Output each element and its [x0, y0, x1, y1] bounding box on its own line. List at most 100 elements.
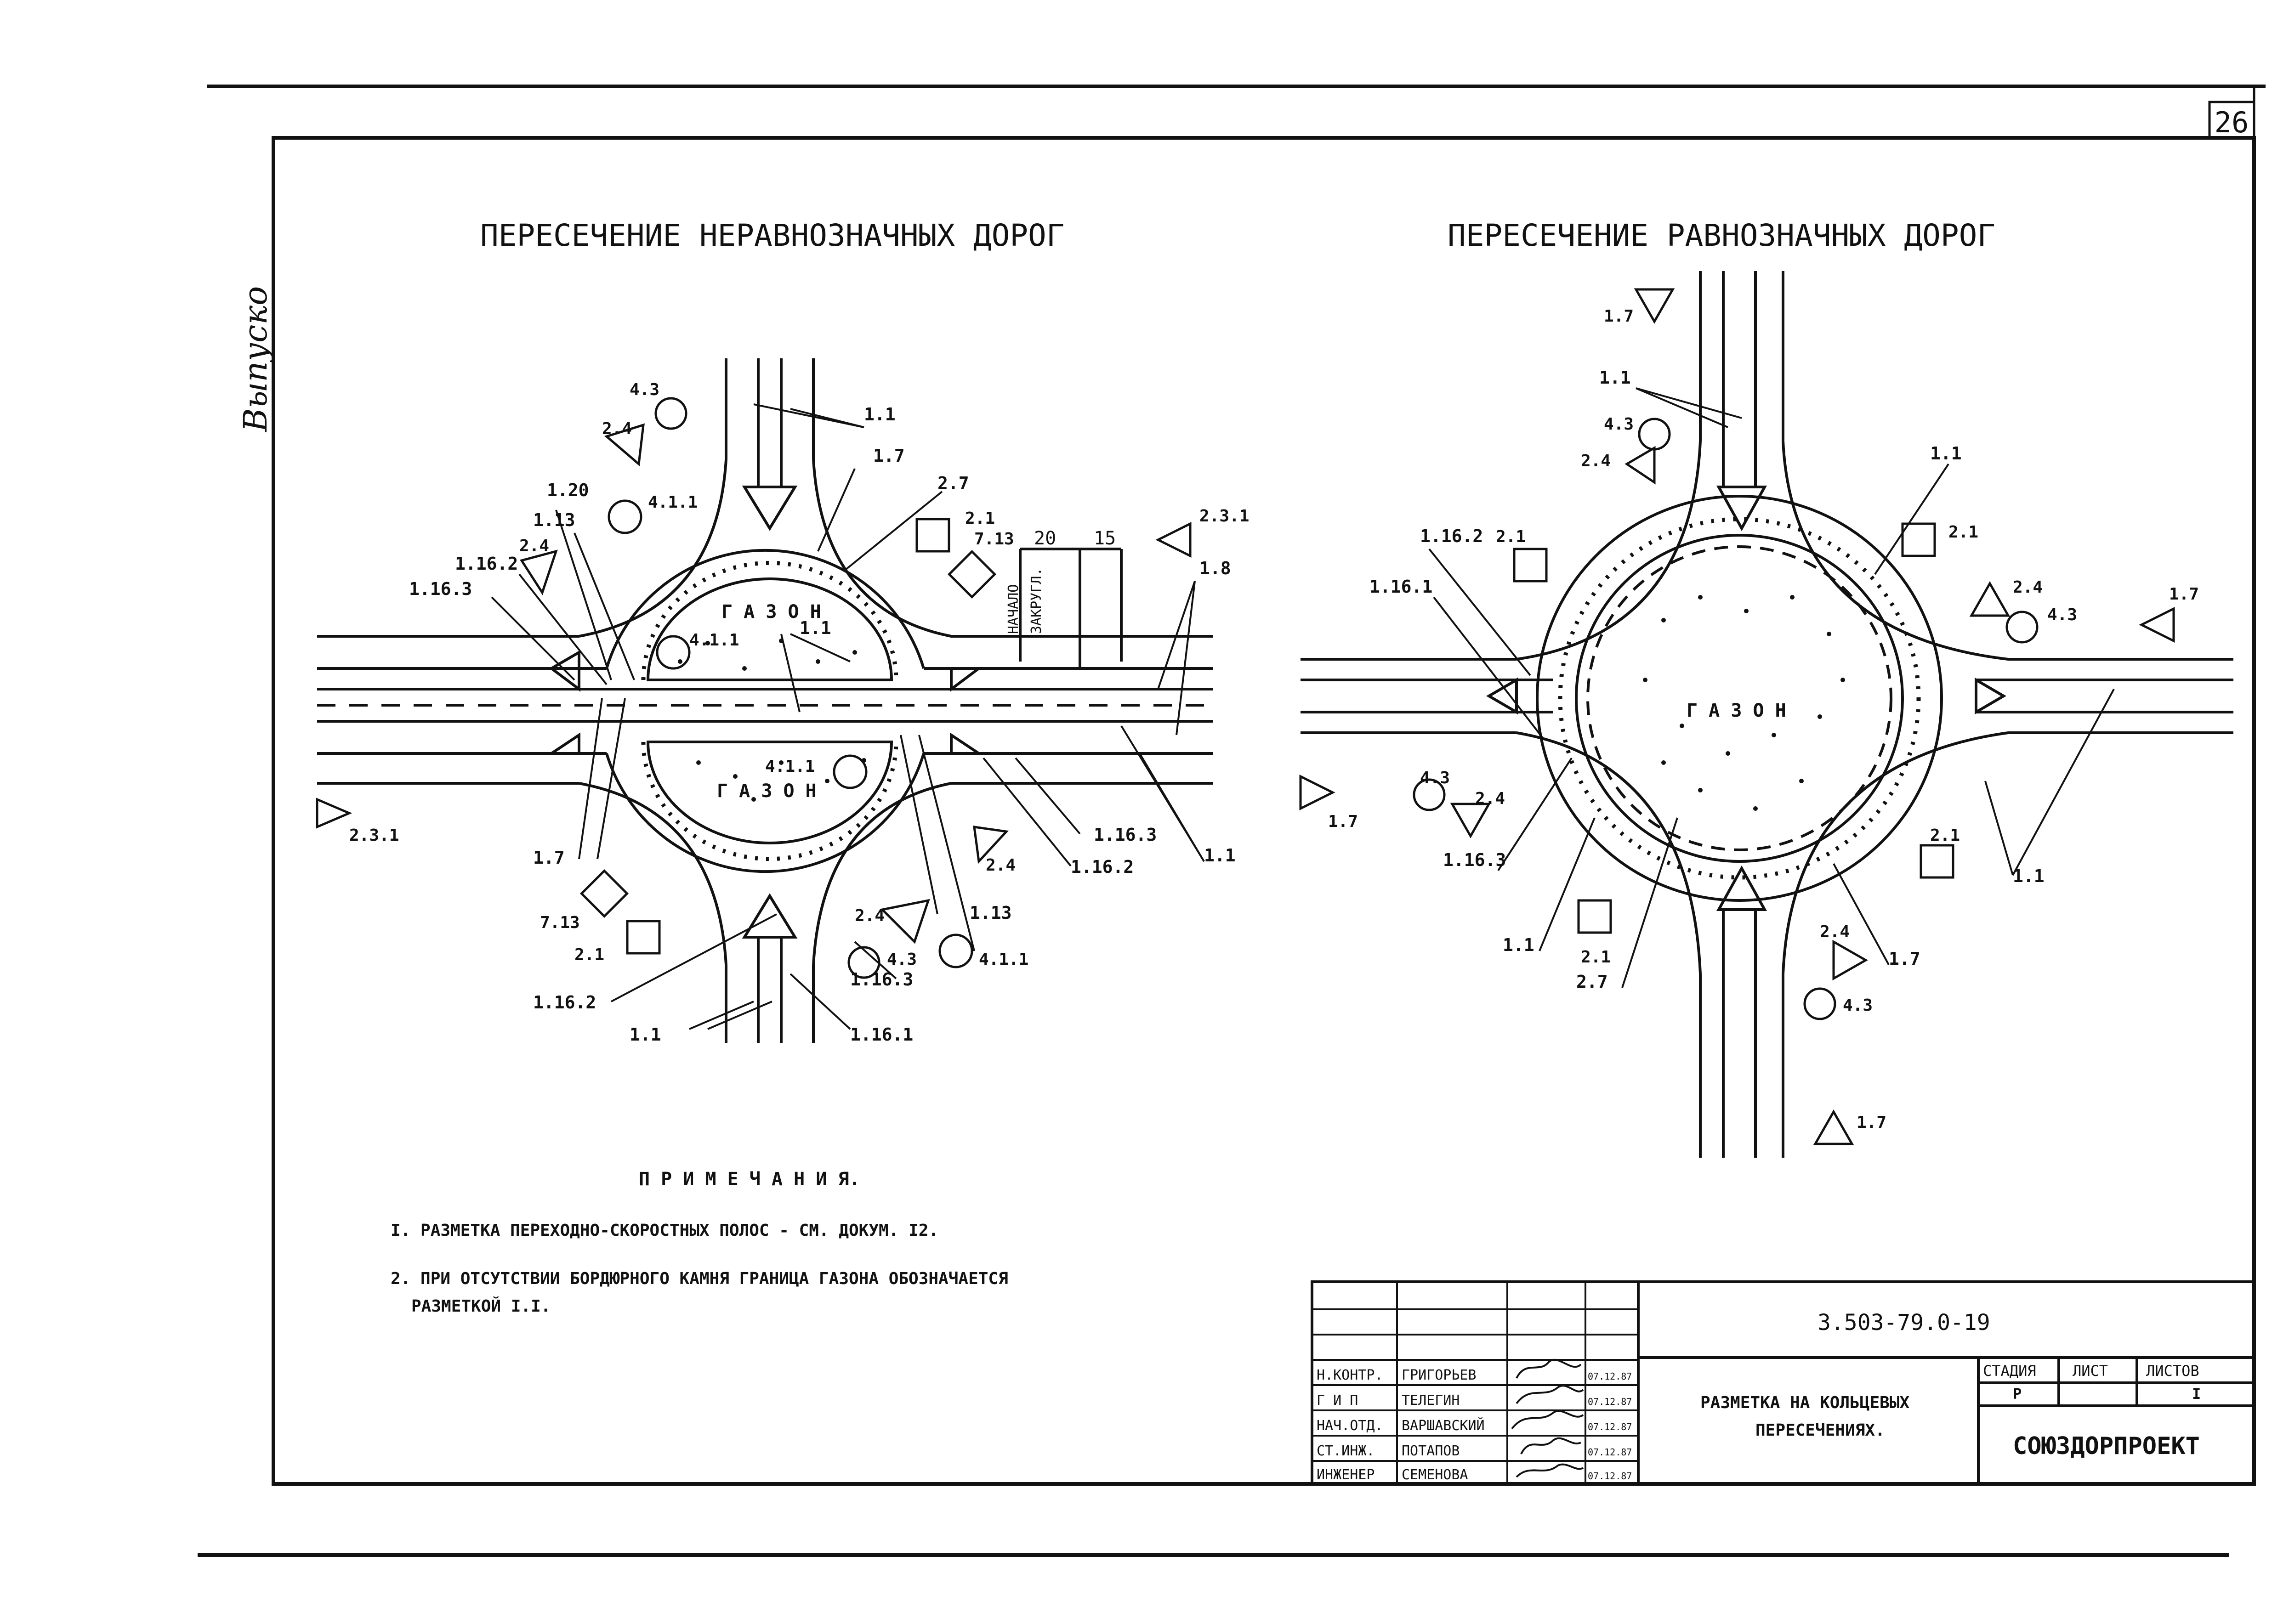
sign-1-7-icon — [1813, 1109, 1854, 1145]
left-start-label: НАЧАЛО — [1005, 584, 1022, 634]
sign-4-3-icon — [1413, 778, 1446, 811]
sign-2-3-1-icon — [316, 798, 352, 829]
right-title: ПЕРЕСЕЧЕНИЕ РАВНОЗНАЧНЫХ ДОРОГ — [1448, 218, 1995, 253]
left-sign-labels: 4.3 2.4 4.1.1 2.4 2.1 7.13 2.3.1 4.1.1 4… — [349, 380, 1249, 969]
header-stage: СТАДИЯ — [1983, 1362, 2036, 1380]
right-sign-1-7-right: 1.7 — [2169, 585, 2199, 604]
right-leaders — [1428, 387, 2115, 988]
right-sign-4-3-top: 4.3 — [1604, 415, 1634, 434]
left-label-1-16-2-right: 1.16.2 — [1071, 857, 1134, 877]
right-label-1-7: 1.7 — [1889, 949, 1920, 969]
sign-1-7-icon — [2139, 606, 2175, 643]
left-lawn-north: Г А З О Н — [721, 601, 821, 622]
sign-2-4-icon — [1624, 446, 1656, 485]
sign-2-1-icon — [1577, 899, 1612, 934]
left-curve-label: ЗАКРУГЛ. — [1028, 568, 1045, 634]
sign-2-4-icon — [1832, 939, 1869, 981]
sign-2-4-icon — [1969, 581, 2011, 617]
signature-mark — [1516, 1463, 1584, 1478]
right-lawn: Г А З О Н — [1687, 700, 1786, 721]
left-sign-2-4-top: 2.4 — [602, 419, 632, 438]
sign-2-1-icon — [1513, 548, 1548, 583]
right-sign-2-1-bottom-left: 2.1 — [1581, 948, 1611, 967]
sign-2-4-icon — [604, 423, 645, 466]
left-sign-7-13-bottom: 7.13 — [540, 913, 580, 932]
signature-mark — [1516, 1385, 1584, 1404]
header-sheets: ЛИСТОВ — [2146, 1362, 2199, 1380]
signatory-date: 07.12.87 — [1588, 1447, 1632, 1458]
sign-4-3-icon — [1638, 418, 1671, 451]
left-roads — [317, 358, 1213, 1043]
left-label-1-20: 1.20 — [547, 480, 589, 500]
note-2: 2. ПРИ ОТСУТСТВИИ БОРДЮРНОГО КАМНЯ ГРАНИ… — [391, 1269, 1008, 1288]
stage-value: Р — [2013, 1385, 2022, 1403]
sign-2-4-icon — [880, 899, 930, 944]
signatory-name: ГРИГОРЬЕВ — [1402, 1367, 1477, 1383]
right-label-1-1-bottom-right: 1.1 — [2013, 866, 2045, 886]
left-label-1-16-3-top: 1.16.3 — [409, 579, 472, 599]
doc-code: 3.503-79.0-19 — [1818, 1310, 1990, 1335]
sign-4-3-icon — [2005, 611, 2039, 644]
signatory-rows: Н.КОНТР. ГРИГОРЬЕВ 07.12.87 Г И П ТЕЛЕГИ… — [1317, 1367, 1632, 1483]
right-sign-2-1-bottom: 2.1 — [1930, 826, 1960, 845]
right-sign-1-7-left: 1.7 — [1328, 812, 1358, 831]
sign-2-4-icon — [973, 826, 1009, 864]
left-dim-15: 15 — [1094, 528, 1116, 549]
sign-4-3-icon — [1803, 987, 1836, 1020]
right-label-1-16-2: 1.16.2 — [1420, 526, 1483, 546]
left-label-1-16-2-top: 1.16.2 — [455, 554, 518, 574]
left-sign-2-4-right: 2.4 — [986, 856, 1016, 875]
sign-2-4-icon — [520, 549, 558, 595]
left-sign-7-13-top: 7.13 — [974, 530, 1014, 549]
signatory-date: 07.12.87 — [1588, 1396, 1632, 1407]
sign-2-1-icon — [1901, 522, 1936, 557]
sign-4-1-1-icon — [656, 635, 691, 670]
signatory-name: СЕМЕНОВА — [1402, 1467, 1468, 1483]
sign-4-1-1-icon — [608, 499, 642, 534]
left-label-1-16-1: 1.16.1 — [850, 1024, 913, 1045]
left-sign-4-1-1-top: 4.1.1 — [648, 493, 698, 512]
left-label-1-8: 1.8 — [1199, 558, 1231, 578]
right-sign-2-4-left: 2.4 — [1475, 789, 1505, 808]
signatory-role: СТ.ИНЖ. — [1317, 1443, 1375, 1459]
right-lawn-dots — [1643, 595, 1845, 811]
left-label-1-16-3-bottom: 1.16.3 — [850, 969, 913, 990]
sign-4-1-1-icon — [938, 934, 973, 968]
right-label-2-7: 2.7 — [1576, 972, 1608, 992]
left-label-1-1-bottom: 1.1 — [630, 1024, 661, 1045]
left-label-1-13-top: 1.13 — [533, 510, 575, 530]
drawing-title-line-2: ПЕРЕСЕЧЕНИЯХ. — [1755, 1421, 1885, 1440]
right-label-1-1-right: 1.1 — [1930, 443, 1962, 464]
right-marking-labels: 1.1 1.1 1.16.2 1.16.1 1.16.3 1.1 2.7 1.7… — [1369, 368, 2045, 992]
left-label-1-13-bottom: 1.13 — [970, 903, 1012, 923]
left-signs — [316, 397, 1192, 979]
signature-mark — [1520, 1437, 1581, 1454]
right-sign-2-1-left: 2.1 — [1496, 527, 1526, 546]
signatory-role: НАЧ.ОТД. — [1317, 1418, 1383, 1434]
sign-4-1-1-icon — [833, 754, 868, 789]
sign-2-1-icon — [1920, 844, 1954, 879]
left-sign-2-1-bottom: 2.1 — [574, 945, 604, 964]
notes-heading: П Р И М Е Ч А Н И Я. — [639, 1169, 860, 1190]
sign-2-1-icon — [626, 920, 661, 955]
right-label-1-1-bottom: 1.1 — [1503, 935, 1534, 955]
right-sign-4-3-right: 4.3 — [2047, 605, 2077, 624]
sheets-value: I — [2192, 1385, 2201, 1403]
left-lawn-south: Г А З О Н — [717, 781, 817, 802]
left-label-1-1-mid: 1.1 — [800, 618, 831, 638]
right-label-1-1-top: 1.1 — [1599, 368, 1631, 388]
left-sign-2-3-1-right: 2.3.1 — [1199, 507, 1249, 526]
signatory-role: Н.КОНТР. — [1317, 1367, 1383, 1383]
right-roads — [1301, 271, 2233, 1158]
left-label-1-16-3-right: 1.16.3 — [1094, 825, 1157, 845]
right-sign-labels: 1.7 4.3 2.4 2.1 2.1 2.4 4.3 1.7 1.7 4.3 … — [1328, 307, 2199, 1132]
left-sign-4-1-1-lawn-north: 4.1.1 — [689, 631, 739, 650]
signature-mark — [1511, 1410, 1584, 1430]
right-sign-4-3-bottom: 4.3 — [1843, 996, 1873, 1015]
sign-1-7-icon — [1299, 774, 1335, 811]
signature-mark — [1516, 1358, 1582, 1379]
sign-2-4-icon — [1450, 803, 1491, 839]
signatory-name: ВАРШАВСКИЙ — [1402, 1417, 1485, 1434]
sign-7-13-icon — [579, 869, 629, 918]
